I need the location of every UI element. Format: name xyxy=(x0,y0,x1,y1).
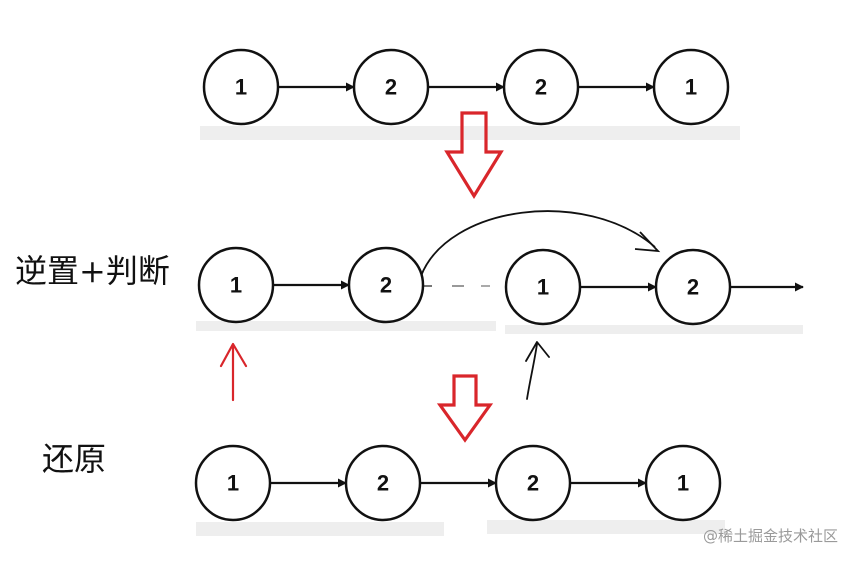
node-value: 2 xyxy=(385,75,397,100)
row2-label: 逆置+判断 xyxy=(15,252,170,290)
list-node xyxy=(644,444,722,522)
list-node xyxy=(202,48,280,126)
list-node xyxy=(344,444,422,522)
row2-shadow-bar-left xyxy=(196,321,496,331)
curved-pointer-arrow xyxy=(420,210,656,277)
watermark: @稀土掘金技术社区 xyxy=(703,527,838,545)
black-up-pointer-icon xyxy=(525,341,550,400)
row1-shadow-bar xyxy=(200,126,740,140)
node-value: 1 xyxy=(677,471,689,496)
node-value: 2 xyxy=(687,275,699,300)
list-node xyxy=(352,48,430,126)
list-node xyxy=(494,444,572,522)
row3-shadow-bar-left xyxy=(196,522,444,536)
node-value: 2 xyxy=(377,471,389,496)
list-node xyxy=(194,444,272,522)
row3-list: 1 2 2 1 xyxy=(194,444,722,522)
list-node xyxy=(197,246,275,324)
node-value: 1 xyxy=(227,471,239,496)
node-value: 1 xyxy=(230,273,242,298)
list-node xyxy=(502,48,580,126)
node-value: 2 xyxy=(535,75,547,100)
row3-label: 还原 xyxy=(42,440,106,478)
transform-down-arrow-icon xyxy=(444,111,504,200)
node-value: 1 xyxy=(685,75,697,100)
node-value: 2 xyxy=(380,273,392,298)
row1-list: 1 2 2 1 xyxy=(202,48,730,126)
row2-list: 1 2 1 2 xyxy=(197,210,804,326)
node-value: 1 xyxy=(235,75,247,100)
list-node xyxy=(652,48,730,126)
list-node xyxy=(654,248,732,326)
curved-pointer-arrowhead xyxy=(634,231,661,253)
restore-down-arrow-icon xyxy=(436,374,494,443)
node-value: 2 xyxy=(527,471,539,496)
row2-shadow-bar-right xyxy=(505,325,803,334)
row3-shadow-bar-right xyxy=(487,520,725,534)
list-node xyxy=(347,246,425,324)
list-node xyxy=(504,248,582,326)
node-value: 1 xyxy=(537,275,549,300)
red-up-pointer-icon xyxy=(219,342,248,402)
